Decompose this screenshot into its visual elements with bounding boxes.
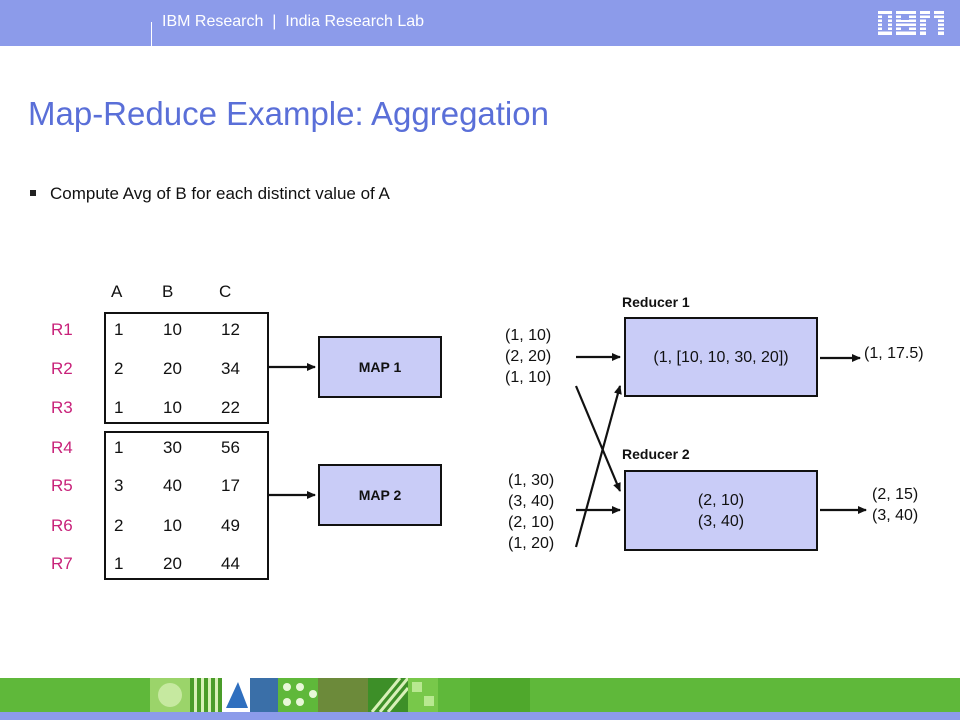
- table-cell-c: 12: [221, 320, 240, 339]
- row-label: R5: [51, 476, 73, 495]
- row-label: R4: [51, 438, 73, 457]
- table-cell-b: 10: [163, 398, 182, 417]
- table-cell-c: 34: [221, 359, 240, 378]
- page-title: Map-Reduce Example: Aggregation: [28, 95, 549, 132]
- row-label: R2: [51, 359, 73, 378]
- map2-box: MAP 2: [318, 464, 442, 526]
- arrow-map2-to-reducer1: [574, 385, 622, 548]
- reducer1-box: (1, [10, 10, 30, 20]): [624, 317, 818, 397]
- column-header-b: B: [162, 282, 174, 301]
- reducer1-label: Reducer 1: [622, 294, 690, 310]
- map1-output: (1, 10) (2, 20) (1, 10): [505, 325, 551, 388]
- reducer1-input: (1, [10, 10, 30, 20]): [653, 348, 789, 366]
- map2-input-box: [104, 431, 269, 580]
- table-cell-a: 1: [114, 398, 124, 417]
- header-divider: [151, 22, 152, 46]
- map2-output-pair: (3, 40): [508, 493, 555, 510]
- row-label: R7: [51, 554, 73, 573]
- row-label: R1: [51, 320, 73, 339]
- column-header-a: A: [111, 282, 123, 301]
- table-cell-c: 17: [221, 476, 240, 495]
- table-cell-c: 56: [221, 438, 240, 457]
- map2-output-pair: (1, 20): [508, 535, 555, 552]
- table-cell-c: 49: [221, 516, 240, 535]
- map1-output-pair: (1, 10): [505, 327, 552, 344]
- table-cell-b: 30: [163, 438, 182, 457]
- reducer1-output: (1, 17.5): [864, 343, 924, 364]
- table-cell-b: 10: [163, 516, 182, 535]
- reducer2-box: (2, 10) (3, 40): [624, 470, 818, 551]
- table-cell-c: 22: [221, 398, 240, 417]
- table-cell-a: 1: [114, 438, 124, 457]
- footer-blue-band: [0, 712, 960, 720]
- reducer1-output-pair: (1, 17.5): [864, 345, 924, 362]
- reducer2-output-pair: (3, 40): [872, 507, 919, 524]
- table-cell-a: 1: [114, 554, 124, 573]
- table-cell-b: 20: [163, 554, 182, 573]
- reducer2-output: (2, 15) (3, 40): [872, 484, 918, 526]
- reducer2-input: (2, 10): [697, 491, 745, 509]
- table-cell-a: 3: [114, 476, 124, 495]
- header-bar: IBM Research | India Research Lab: [0, 0, 960, 46]
- bullet-text: Compute Avg of B for each distinct value…: [50, 184, 390, 203]
- column-header-c: C: [219, 282, 232, 301]
- map1-output-pair: (2, 20): [505, 348, 552, 365]
- row-label: R3: [51, 398, 73, 417]
- map2-output-pair: (2, 10): [508, 514, 555, 531]
- reducer2-input: (3, 40): [697, 512, 745, 530]
- table-cell-b: 20: [163, 359, 182, 378]
- row-label: R6: [51, 516, 73, 535]
- footer-graphic-strip: [0, 678, 960, 712]
- header-text: IBM Research | India Research Lab: [162, 13, 425, 30]
- table-cell-a: 1: [114, 320, 124, 339]
- map1-output-pair: (1, 10): [505, 369, 552, 386]
- table-cell-b: 40: [163, 476, 182, 495]
- table-cell-a: 2: [114, 359, 124, 378]
- map2-output: (1, 30) (3, 40) (2, 10) (1, 20): [508, 470, 554, 554]
- ibm-logo-icon: [876, 11, 946, 35]
- map1-box: MAP 1: [318, 336, 442, 398]
- reducer2-label: Reducer 2: [622, 446, 690, 462]
- arrow-map1-to-reducer2: [574, 385, 622, 492]
- bullet-marker: [30, 190, 36, 196]
- table-cell-a: 2: [114, 516, 124, 535]
- map2-output-pair: (1, 30): [508, 472, 555, 489]
- table-cell-b: 10: [163, 320, 182, 339]
- reducer2-output-pair: (2, 15): [872, 486, 919, 503]
- table-cell-c: 44: [221, 554, 240, 573]
